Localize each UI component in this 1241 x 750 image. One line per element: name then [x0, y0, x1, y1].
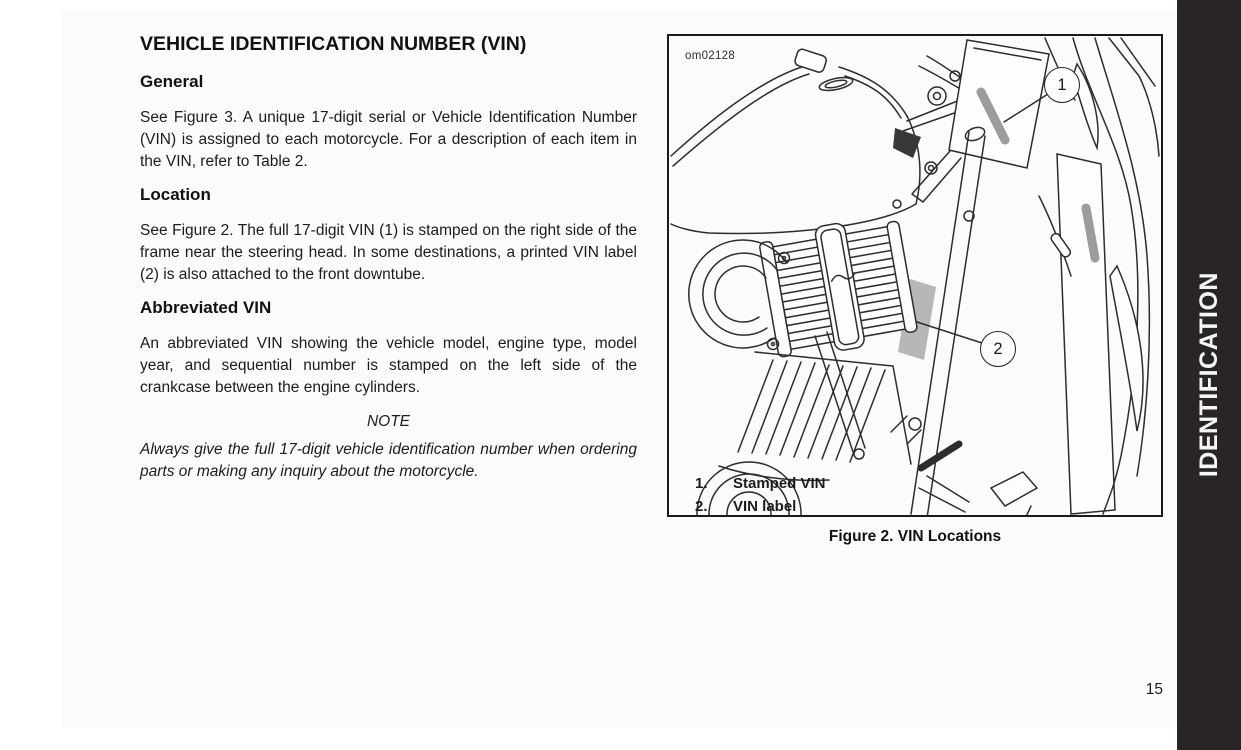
section-general-heading: General	[140, 72, 204, 91]
figure-box: om02128 1 2 1. Stamped VIN 2. VIN label	[667, 34, 1163, 517]
note-label: NOTE	[366, 413, 411, 430]
figure-legend: 1. Stamped VIN 2. VIN label	[695, 472, 826, 518]
section-general-paragraph: See Figure 3. A unique 17-digit serial o…	[140, 109, 637, 170]
manual-page: VEHICLE IDENTIFICATION NUMBER (VIN) Gene…	[62, 10, 1177, 728]
section-abbreviated-vin-paragraph: An abbreviated VIN showing the vehicle m…	[140, 335, 637, 396]
legend-item-number: 2.	[695, 498, 708, 515]
section-location-heading: Location	[140, 185, 211, 204]
chapter-tab: IDENTIFICATION	[1177, 0, 1241, 750]
figure-image-code: om02128	[685, 50, 736, 62]
content-column: VEHICLE IDENTIFICATION NUMBER (VIN) Gene…	[140, 33, 637, 496]
section-location-paragraph: See Figure 2. The full 17-digit VIN (1) …	[140, 222, 637, 283]
section-abbreviated-vin-heading: Abbreviated VIN	[140, 298, 272, 317]
legend-item-label: VIN label	[733, 498, 797, 515]
legend-item-1: 1. Stamped VIN	[695, 472, 826, 495]
page-number: 15	[1145, 681, 1163, 698]
section-general: General See Figure 3. A unique 17-digit …	[140, 72, 637, 173]
page-title: VEHICLE IDENTIFICATION NUMBER (VIN)	[140, 33, 527, 55]
callout-2: 2	[980, 331, 1016, 367]
section-location: Location See Figure 2. The full 17-digit…	[140, 185, 637, 286]
motorcycle-line-art	[670, 37, 1160, 515]
callout-1: 1	[1044, 67, 1080, 103]
figure-caption: Figure 2. VIN Locations	[828, 528, 1002, 545]
legend-item-number: 1.	[695, 475, 708, 492]
chapter-tab-label: IDENTIFICATION	[1194, 272, 1223, 478]
legend-item-2: 2. VIN label	[695, 495, 826, 518]
legend-item-label: Stamped VIN	[733, 475, 826, 492]
note-text: Always give the full 17-digit vehicle id…	[140, 441, 637, 480]
section-abbreviated-vin: Abbreviated VIN An abbreviated VIN showi…	[140, 298, 637, 399]
